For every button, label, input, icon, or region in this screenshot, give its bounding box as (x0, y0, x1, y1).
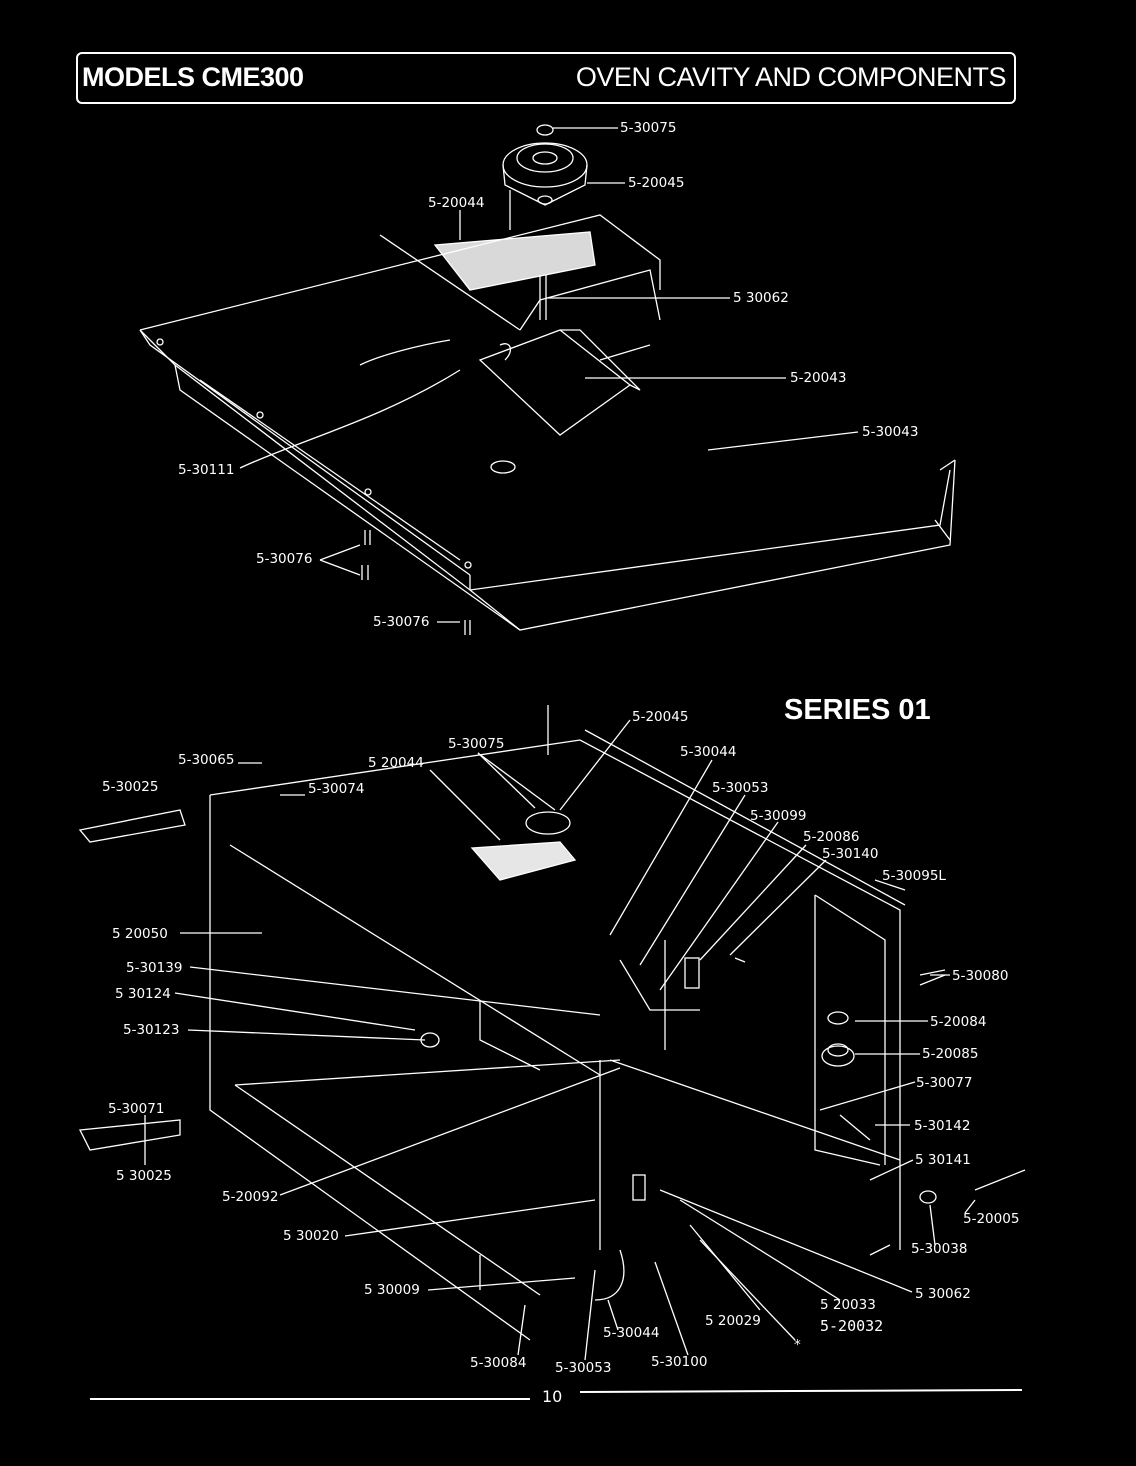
part-label-5-20029: 5 20029 (705, 1313, 761, 1329)
part-label-5-30020: 5 30020 (283, 1228, 339, 1244)
section-title: OVEN CAVITY AND COMPONENTS (575, 62, 1007, 92)
part-label-5-30065: 5-30065 (178, 752, 235, 768)
part-label-5-30044-b: 5-30044 (603, 1325, 660, 1341)
part-label-5-30080: 5-30080 (952, 968, 1009, 984)
part-label-5-30075-b: 5-30075 (448, 736, 505, 752)
part-label-5-30124: 5 30124 (115, 986, 171, 1002)
part-label-5-20044: 5-20044 (428, 195, 485, 211)
cavity-outline (209, 705, 906, 1341)
part-label-5-30123: 5-30123 (123, 1022, 180, 1038)
part-label-5-30140: 5-30140 (822, 846, 879, 862)
part-label-5-20050: 5 20050 (112, 926, 168, 942)
model-title: MODELS CME300 (82, 62, 304, 92)
part-label-5-30062-b: 5 30062 (915, 1286, 971, 1302)
part-label-5-30062: 5 30062 (733, 290, 789, 306)
part-label-5-30077: 5-30077 (916, 1075, 973, 1091)
part-label-5-30038: 5-30038 (911, 1241, 968, 1257)
part-label-5-30141: 5 30141 (915, 1152, 971, 1168)
part-label-5-20084: 5-20084 (930, 1014, 987, 1030)
part-label-asterisk: * (794, 1337, 801, 1353)
part-label-5-20005: 5-20005 (963, 1211, 1020, 1227)
part-label-5-30076: 5-30076 (256, 551, 313, 567)
part-label-5-20032: 5-20032 (820, 1317, 884, 1335)
part-label-5-30076-lower: 5-30076 (373, 614, 430, 630)
part-label-5-30099: 5-30099 (750, 808, 807, 824)
part-label-5-20092: 5-20092 (222, 1189, 279, 1205)
part-label-5-20086: 5-20086 (803, 829, 860, 845)
part-label-5-30071: 5-30071 (108, 1101, 165, 1117)
series-title: SERIES 01 (784, 694, 931, 726)
part-label-5-30044-a: 5-30044 (680, 744, 737, 760)
part-label-5-30111: 5-30111 (178, 462, 235, 478)
part-label-5-30075: 5-30075 (620, 120, 677, 136)
part-label-5-30053-a: 5-30053 (712, 780, 769, 796)
cavity-components (420, 811, 1026, 1290)
part-label-5-20043: 5-20043 (790, 370, 847, 386)
part-label-5-30095L: 5-30095L (882, 868, 946, 884)
part-label-5-20045: 5-20045 (628, 175, 685, 191)
part-label-5-30084: 5-30084 (470, 1355, 527, 1371)
cavity-grille (470, 841, 577, 881)
part-label-5-30025-a: 5-30025 (102, 779, 159, 795)
top-misc-parts (156, 338, 516, 635)
bottom-leader-lines (144, 719, 976, 1361)
part-label-5-30074: 5-30074 (308, 781, 365, 797)
part-label-5-30043: 5-30043 (862, 424, 919, 440)
part-label-5-20045-b: 5-20045 (632, 709, 689, 725)
part-label-5-30139: 5-30139 (126, 960, 183, 976)
part-label-5-30053-b: 5-30053 (555, 1360, 612, 1376)
part-label-5-30142: 5-30142 (914, 1118, 971, 1134)
side-brackets (78, 809, 186, 1151)
top-leader-lines (239, 127, 859, 623)
page-number: 10 (542, 1387, 563, 1406)
part-label-5-30100: 5-30100 (651, 1354, 708, 1370)
part-label-5-20033: 5 20033 (820, 1297, 876, 1313)
part-label-5-20085: 5-20085 (922, 1046, 979, 1062)
header-frame (76, 52, 1016, 104)
part-label-5-30009: 5 30009 (364, 1282, 420, 1298)
part-label-5-20044-b: 5 20044 (368, 755, 424, 771)
top-motor (499, 124, 588, 361)
part-label-5-30025-b: 5 30025 (116, 1168, 172, 1184)
stirrer-cover (478, 269, 661, 436)
top-grille (433, 231, 596, 291)
top-panel-outline (139, 214, 956, 631)
